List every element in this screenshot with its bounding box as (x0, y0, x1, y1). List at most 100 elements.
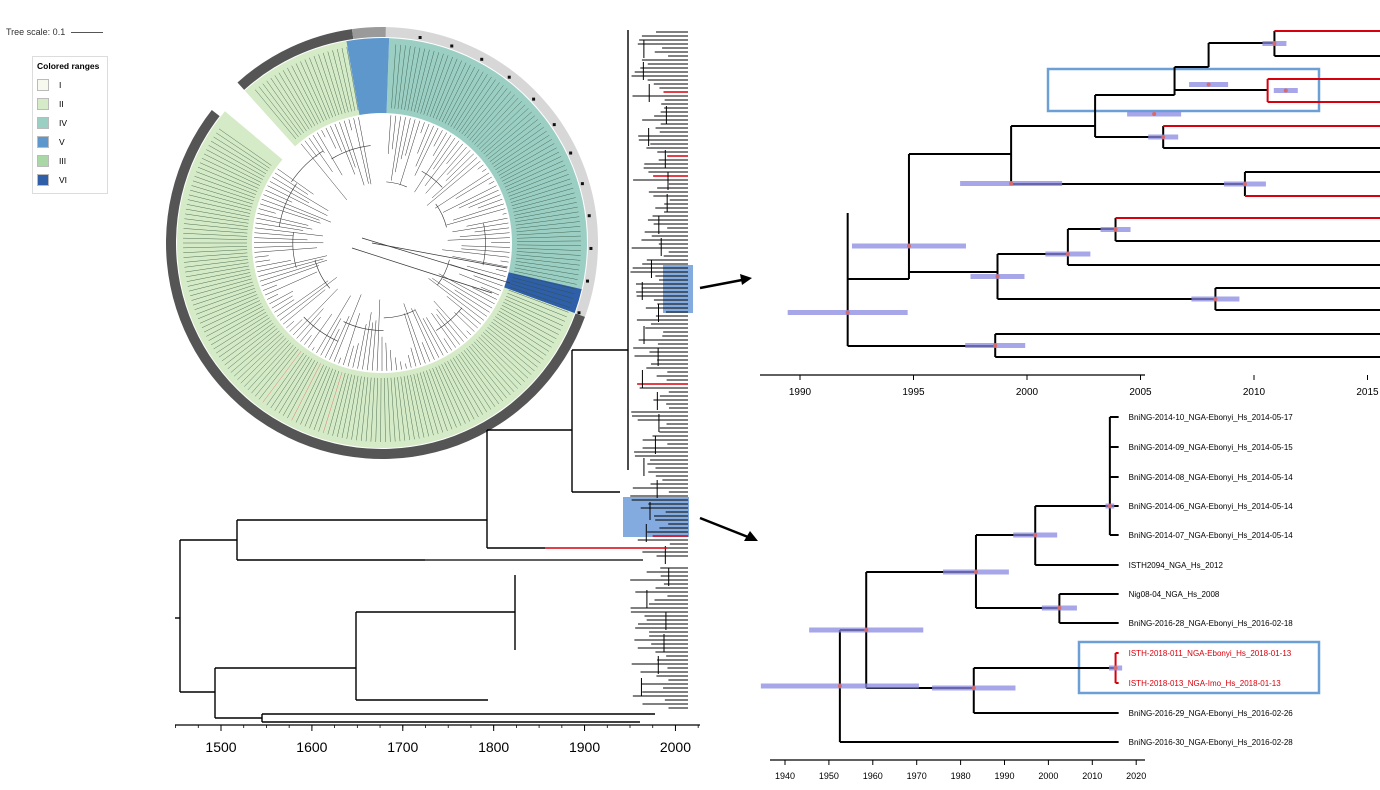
highlight-box-upper (663, 265, 693, 313)
taxon-label-mark (498, 143, 555, 176)
taxon-label-mark (471, 343, 515, 392)
radial-branch (358, 117, 372, 185)
marker-square (589, 246, 593, 250)
radial-branch (414, 308, 440, 358)
taxon-label-mark (491, 321, 544, 360)
taxon-label-mark (266, 352, 304, 406)
legend-label-iii: III (59, 155, 67, 166)
marker-square (532, 97, 536, 101)
taxon-label-mark (423, 53, 444, 115)
radial-branch (316, 295, 351, 354)
taxon-label-mark (506, 295, 565, 322)
radial-branch (334, 123, 356, 175)
zoom-arrows (699, 274, 758, 541)
taxon-label-mark (190, 278, 252, 297)
taxon-label-mark (224, 325, 276, 366)
node-marker (1161, 135, 1166, 139)
taxon-label-mark (184, 218, 249, 227)
node-marker (1152, 112, 1157, 116)
taxon-label-mark (515, 216, 580, 226)
node-marker (864, 628, 869, 632)
taxon-label-mark (191, 185, 253, 205)
taxon-label-mark (426, 370, 448, 431)
legend-label-iv: IV (59, 117, 68, 128)
legend-item-i: I (37, 75, 107, 94)
radial-branch (308, 137, 333, 173)
taxon-label-mark (509, 178, 571, 200)
marker-square (577, 311, 581, 315)
taxon-label-mark (508, 289, 569, 313)
radial-branch (446, 143, 464, 165)
taxon-label-mark (474, 97, 519, 145)
taxon-label-mark (192, 284, 254, 306)
bottom-axis-tick-label: 2020 (1126, 771, 1146, 781)
taxon-label-mark (218, 128, 272, 166)
taxon-label-mark (387, 377, 391, 442)
radial-branch (304, 335, 312, 345)
legend-label-ii: II (59, 98, 64, 109)
radial-branch (352, 343, 359, 368)
node-marker (993, 343, 998, 348)
taxon-label-mark (478, 336, 525, 382)
radial-branch (277, 280, 329, 317)
taxon-label-mark (390, 377, 396, 442)
taxon-label-mark (432, 58, 458, 119)
bottom-axis-tick-label: 1950 (819, 771, 839, 781)
taxon-label-mark (221, 322, 274, 362)
radial-branch (371, 320, 377, 371)
top-axis-tick-label: 2015 (1356, 387, 1379, 398)
radial-branch (389, 349, 393, 371)
taxon-label-mark (282, 70, 316, 126)
radial-branch (436, 314, 460, 345)
taxon-label-mark (495, 316, 550, 352)
radial-branch (415, 125, 434, 167)
radial-branch (477, 164, 484, 170)
taxon-label-mark (485, 115, 536, 157)
taxon-label-mark (196, 171, 257, 195)
taxon-label-mark (516, 230, 581, 236)
radial-branch (405, 119, 416, 156)
taxon-label-mark (251, 344, 294, 394)
radial-branch (347, 345, 354, 367)
radial-branch (447, 237, 510, 241)
taxon-label-mark (456, 76, 492, 131)
radial-branch (269, 181, 310, 204)
taxon-label-mark (196, 291, 257, 315)
radial-branch (425, 146, 467, 194)
circular-tree (166, 27, 598, 459)
taxon-label-mark (295, 63, 324, 122)
marker-square (507, 75, 511, 79)
arc-branch (343, 321, 384, 331)
legend-item-ii: II (37, 94, 107, 113)
taxon-label-mark (507, 169, 568, 194)
node-marker (1113, 227, 1118, 232)
taxon-label-mark (447, 360, 479, 418)
taxon-label-mark (183, 252, 248, 258)
highlight-box-frame (1046, 67, 1321, 113)
radial-branch (421, 342, 431, 362)
taxon-label-mark (203, 153, 262, 183)
taxon-label-mark (192, 180, 254, 202)
radial-branch (454, 289, 490, 313)
taxon-label-mark (365, 377, 372, 442)
arc-branch (435, 203, 447, 228)
main-axis-tick-label: 2000 (660, 739, 691, 755)
taxon-label-mark (254, 89, 297, 140)
main-axis-tick-label: 1600 (296, 739, 327, 755)
radial-branch (320, 318, 342, 356)
taxon-label-mark (464, 85, 504, 137)
taxon-label-mark (185, 208, 250, 221)
tree-scale: Tree scale: 0.1 (6, 27, 104, 37)
taxon-label-mark (466, 88, 508, 139)
taxon-label-mark (300, 61, 327, 120)
node-marker (1242, 182, 1247, 186)
taxon-label-mark (391, 44, 397, 109)
taxon-label-mark (438, 365, 466, 424)
taxon-label-mark (508, 174, 569, 197)
taxon-label-mark (469, 91, 512, 141)
taxon-label-mark (504, 299, 564, 327)
taxon-label-mark (318, 54, 340, 116)
node-marker (1057, 606, 1062, 610)
bottom-axis-tick-label: 2010 (1082, 771, 1102, 781)
top-axis-tick-label: 2000 (1016, 387, 1039, 398)
